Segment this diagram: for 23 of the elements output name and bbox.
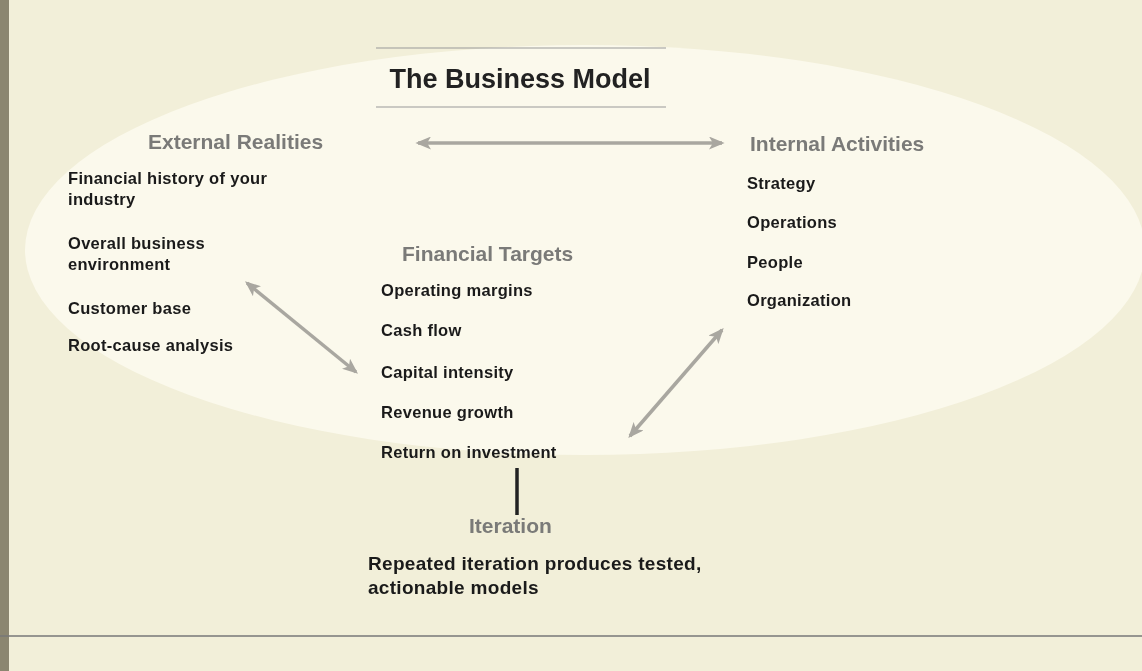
section-heading: External Realities: [148, 130, 324, 154]
section-heading: Internal Activities: [750, 132, 925, 156]
list-item: Cash flow: [381, 320, 463, 341]
list-item: Operating margins: [381, 280, 534, 301]
connector-line: [515, 468, 519, 515]
list-item: Customer base: [68, 298, 193, 319]
description-text: Repeated iteration produces tested, actionable models: [368, 552, 703, 600]
list-item: Capital intensity: [381, 362, 515, 383]
list-item: Root-cause analysis: [68, 335, 235, 356]
diagram-title: The Business Model: [388, 64, 652, 95]
list-item: Overall business environment: [68, 233, 206, 275]
list-item: Financial history of your industry: [68, 168, 269, 210]
list-item: Operations: [747, 212, 839, 233]
list-item: People: [747, 252, 804, 273]
double-arrow: [628, 328, 724, 438]
section-heading: Financial Targets: [402, 242, 574, 266]
double-arrow: [245, 281, 358, 374]
list-item: Strategy: [747, 173, 817, 194]
section-heading: Iteration: [469, 514, 552, 538]
list-item: Revenue growth: [381, 402, 515, 423]
list-item: Return on investment: [381, 442, 558, 463]
list-item: Organization: [747, 290, 853, 311]
double-arrow: [415, 136, 725, 150]
